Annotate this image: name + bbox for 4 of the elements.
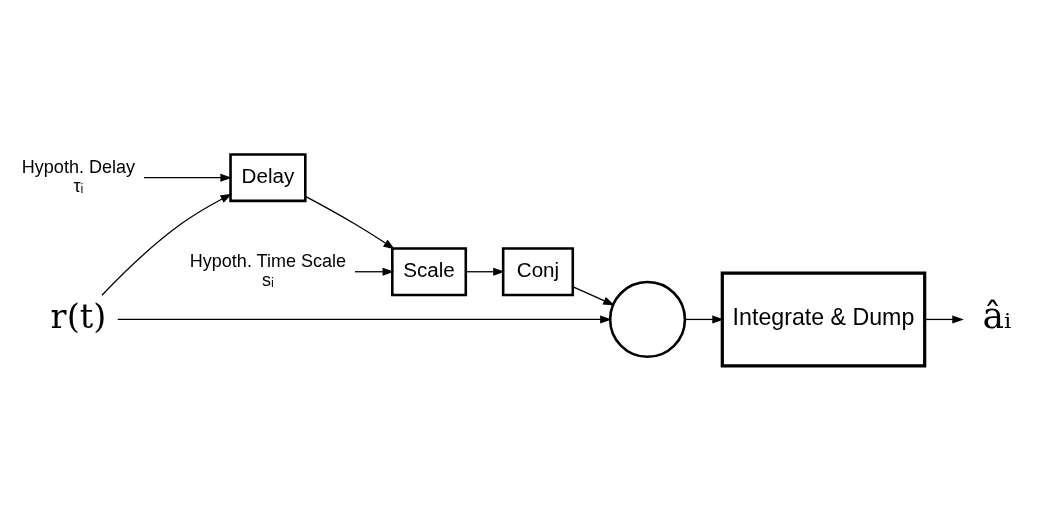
node-text: Hypoth. Time Scale sᵢ xyxy=(189,250,347,290)
node-text: Hypoth. Delay τᵢ xyxy=(21,156,136,196)
node-text: r(t) xyxy=(50,296,107,336)
node-text: âᵢ xyxy=(982,294,1012,337)
